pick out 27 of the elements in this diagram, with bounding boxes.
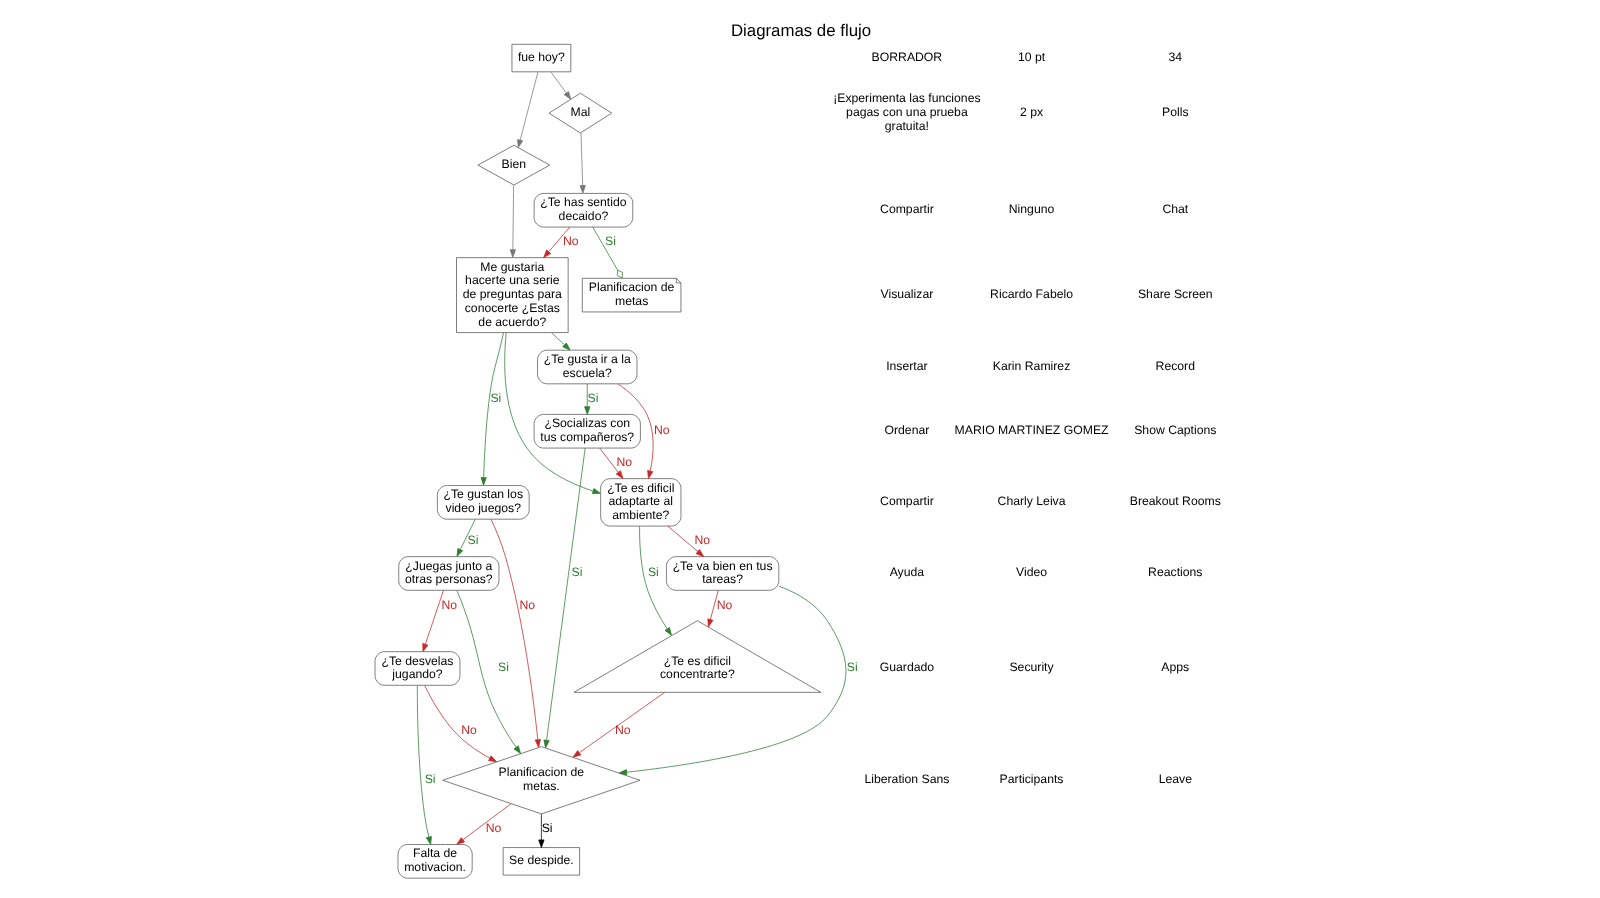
arrow <box>666 525 704 557</box>
arrow <box>578 132 585 194</box>
arrow <box>542 226 570 258</box>
arrow <box>549 71 571 100</box>
arrow <box>550 332 570 351</box>
arrow <box>617 585 846 776</box>
arrow <box>537 813 544 848</box>
arrow <box>423 685 496 763</box>
connector <box>591 226 622 279</box>
arrow <box>489 519 540 748</box>
arrow <box>455 590 520 754</box>
arrow <box>638 525 671 636</box>
arrow <box>571 692 665 758</box>
arrow <box>415 685 431 845</box>
arrow <box>616 383 653 479</box>
arrow <box>542 447 585 749</box>
diagram-title: Diagramas de flujo <box>729 20 871 41</box>
arrow <box>706 589 718 628</box>
arrow <box>455 518 475 557</box>
arrow <box>508 184 515 258</box>
arrow <box>583 383 590 415</box>
arrow <box>598 447 623 479</box>
arrow <box>455 803 511 845</box>
arrow <box>479 332 503 486</box>
arrow <box>503 332 600 495</box>
arrow <box>421 589 443 652</box>
arrow <box>516 71 538 148</box>
